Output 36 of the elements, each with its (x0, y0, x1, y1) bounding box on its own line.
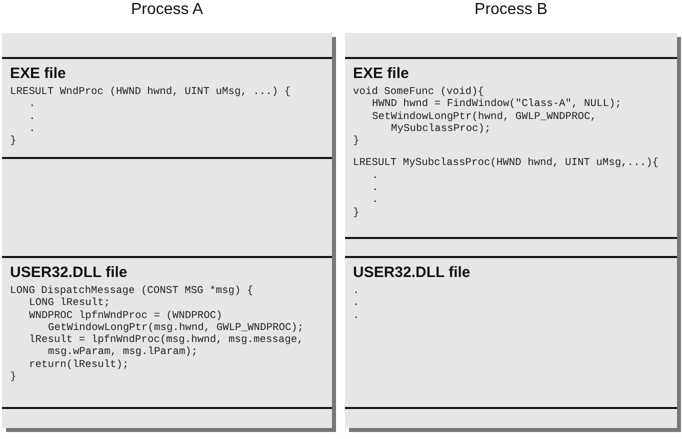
code-line: LRESULT MySubclassProc(HWND hwnd, UINT uMsg,...){ (353, 157, 659, 170)
code-line: } (353, 135, 360, 148)
code-line: . (29, 98, 36, 111)
code-line: msg.wParam, msg.lParam); (48, 346, 198, 359)
section-heading: USER32.DLL file (353, 264, 470, 281)
code-line: . (353, 310, 360, 322)
code-line: . (353, 297, 360, 310)
code-line: WNDPROC lpfnWndProc = (WNDPROC) (29, 310, 222, 322)
code-line: LONG DispatchMessage (CONST MSG *msg) { (10, 285, 254, 298)
file-section (345, 256, 677, 409)
column-heading: Process A (130, 1, 204, 19)
code-line: . (29, 122, 36, 136)
code-line: . (29, 110, 36, 123)
code-line: GetWindowLongPtr(msg.hwnd, GWLP_WNDPROC); (48, 322, 304, 334)
column-heading: Process B (474, 1, 548, 19)
file-section (2, 256, 332, 409)
code-line: . (353, 285, 360, 298)
section-heading: USER32.DLL file (10, 264, 128, 281)
code-line: return(lResult); (29, 358, 129, 372)
code-line: . (372, 182, 378, 194)
code-line: HWND hwnd = FindWindow("Class-A", NULL); (372, 98, 622, 111)
file-section (2, 57, 332, 159)
code-line: . (372, 194, 378, 207)
code-line: lResult = lpfnWndProc(msg.hwnd, msg.message, (29, 334, 304, 346)
section-heading: EXE file (10, 65, 66, 82)
code-line: } (10, 135, 16, 148)
file-section (345, 57, 677, 239)
code-line: } (353, 206, 360, 219)
code-line: } (10, 371, 16, 384)
code-line: SetWindowLongPtr(hwnd, GWLP_WNDPROC, (372, 110, 596, 123)
code-line: void SomeFunc (void){ (353, 86, 484, 98)
section-heading: EXE file (353, 65, 409, 82)
code-line: . (372, 170, 378, 182)
code-line: LONG lResult; (29, 297, 110, 310)
code-line: LRESULT WndProc (HWND hwnd, UINT uMsg, ...) { (10, 86, 291, 98)
code-line: MySubclassProc); (391, 122, 491, 136)
